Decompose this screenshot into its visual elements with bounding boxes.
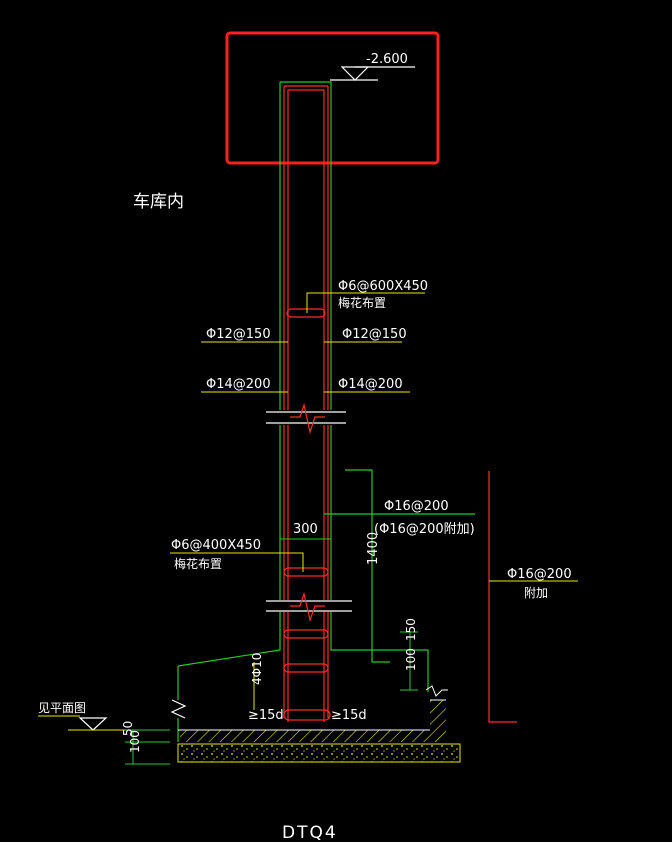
tie-bottom-note: 梅花布置 xyxy=(174,556,222,571)
vert-left-label: Φ14@200 xyxy=(206,377,271,392)
anchor-left-label: ≥15d xyxy=(248,708,284,723)
break-symbol-lower xyxy=(266,591,352,623)
dim-100-label: 100 xyxy=(404,648,418,671)
dim-50-label: 50 xyxy=(121,721,135,736)
slab-break-mark xyxy=(425,685,448,697)
rebar-lines xyxy=(283,85,331,722)
tie-top-note: 梅花布置 xyxy=(338,295,386,310)
base-slab xyxy=(170,699,461,763)
highlight-box xyxy=(225,31,440,165)
horiz-left-label: Φ12@150 xyxy=(206,327,271,342)
tie-top-leader xyxy=(306,292,425,313)
dim-150-100 xyxy=(400,631,418,691)
see-plan-label: 见平面图 xyxy=(38,701,86,715)
location-note: 车库内 xyxy=(133,192,184,212)
anchor-right-label: ≥15d xyxy=(331,708,367,723)
elevation-marker: -2.600 xyxy=(330,52,415,81)
tie-top-label: Φ6@600X450 xyxy=(338,279,428,294)
dim-1400-label: 1400 xyxy=(366,532,381,565)
right-added-bar xyxy=(488,471,578,723)
right-bar-label: Φ16@200 xyxy=(507,567,572,582)
right-bar-note: 附加 xyxy=(524,586,548,600)
horiz-right-label: Φ12@150 xyxy=(342,327,407,342)
dim-300-label: 300 xyxy=(293,522,318,537)
tie-bottom-label: Φ6@400X450 xyxy=(171,538,261,553)
base-bar-added-label: (Φ16@200附加) xyxy=(374,522,475,537)
vert-right-label: Φ14@200 xyxy=(338,377,403,392)
stirrup-label: 4Φ10 xyxy=(250,653,264,685)
elevation-label: -2.600 xyxy=(366,52,408,67)
see-plan-marker xyxy=(38,715,125,731)
dim-300 xyxy=(279,532,332,546)
dim-100-bottom-label: 100 xyxy=(128,730,142,753)
horiz-leaders xyxy=(201,341,410,393)
dim-left xyxy=(125,729,170,765)
base-bar-label: Φ16@200 xyxy=(384,499,449,514)
concrete-wall-outline xyxy=(177,81,429,742)
tie-bottom-leader xyxy=(170,552,304,572)
break-symbol-upper xyxy=(266,402,346,435)
dim-150-label: 150 xyxy=(404,618,418,641)
drawing-title: DTQ4 xyxy=(282,823,338,842)
